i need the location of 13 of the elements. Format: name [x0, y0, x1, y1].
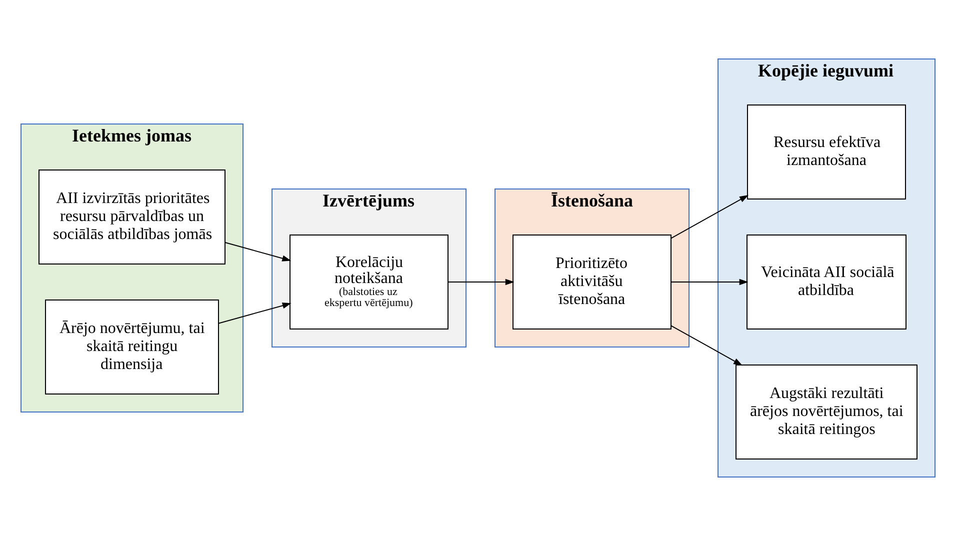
node-box: Veicināta AII sociālā atbildība [746, 234, 906, 329]
arrow [224, 242, 292, 261]
arrow [670, 278, 748, 285]
node-box: Korelāciju noteikšana (balstoties uz ekspertu vērtējumu) [290, 234, 448, 329]
node-box: AII izvirzītās prioritātes resursu pārvaldības un sociālās atbildības jomās [38, 169, 226, 264]
arrow [448, 278, 514, 285]
arrow [670, 324, 743, 366]
arrow [218, 302, 292, 324]
node-box: Augstāki rezultāti ārējos novērtējumos, tai skaitā reitingos [736, 364, 918, 459]
node-box: Ārējo novērtējumu, tai skaitā reitingu dimensija [45, 299, 219, 394]
node-box: Resursu efektīva izmantošana [747, 104, 906, 199]
node-box: Prioritizēto aktivitāšu īstenošana [512, 234, 672, 329]
arrow [670, 194, 749, 238]
